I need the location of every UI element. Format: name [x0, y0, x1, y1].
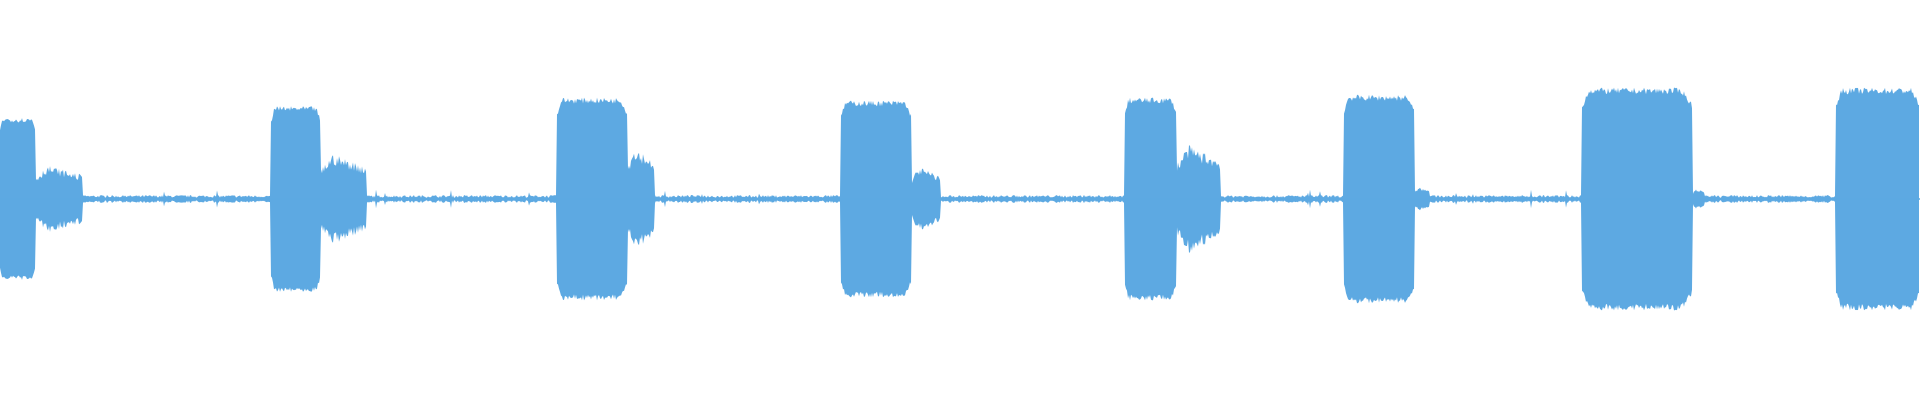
waveform-burst-3 [557, 100, 655, 299]
waveform-burst-5 [1125, 100, 1221, 299]
waveform-burst-1 [0, 119, 83, 279]
waveform-burst-7 [1582, 90, 1705, 308]
waveform-burst-8 [1836, 90, 1920, 308]
waveform-burst-4 [841, 102, 941, 295]
waveform-burst-6 [1344, 97, 1430, 301]
waveform-burst-2 [271, 108, 367, 290]
waveform-layer [0, 87, 1920, 311]
